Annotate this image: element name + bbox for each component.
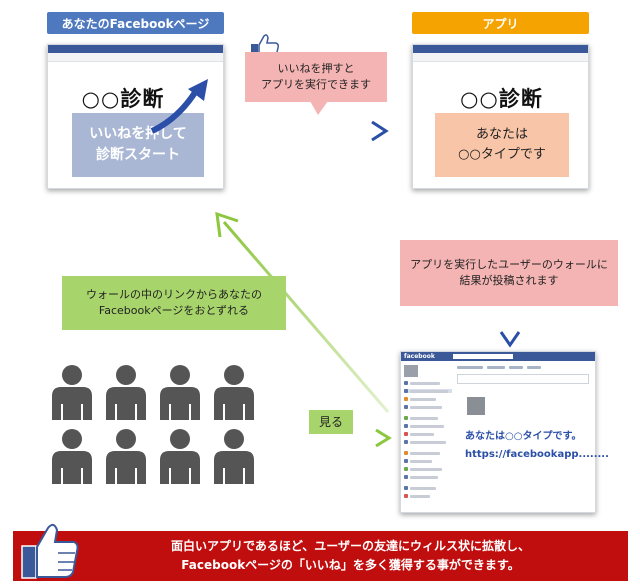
sidebar-icon <box>404 432 408 436</box>
sidebar-icon <box>404 416 408 420</box>
person-icon <box>52 429 92 484</box>
like-callout-line1: いいねを押すと <box>277 62 355 75</box>
sidebar-icon <box>404 424 408 428</box>
wall-sidebar-item[interactable] <box>404 405 452 409</box>
wall-header-bar: facebook <box>401 352 595 361</box>
app-card: ○○診断 あなたは ○○タイプです <box>412 44 589 189</box>
app-header-bar <box>413 45 588 53</box>
bottom-banner: 面白いアプリであるほど、ユーザーの友達にウィルス状に拡散し、 Facebookペ… <box>13 531 628 581</box>
wall-post-text: あなたは○○タイプです。 https://facebookapp........ <box>465 428 609 464</box>
wall-callout-line1: アプリを実行したユーザーのウォールに <box>410 258 608 271</box>
facebook-page-header-bar <box>48 45 223 53</box>
pointer-arrow-icon <box>150 79 208 134</box>
wall-callout-line2: 結果が投稿されます <box>459 274 559 287</box>
like-start-line2: 診断スタート <box>96 147 180 163</box>
wall-sidebar-item[interactable] <box>404 397 452 401</box>
wall-post-link[interactable]: https://facebookapp........ <box>465 449 609 460</box>
sidebar-icon <box>404 397 408 401</box>
wall-sidebar-item[interactable] <box>404 451 452 455</box>
sidebar-icon <box>404 440 408 444</box>
wall-search-box[interactable] <box>452 354 513 359</box>
sidebar-icon <box>404 405 408 409</box>
wall-sidebar-item[interactable] <box>404 432 452 436</box>
wall-sidebar-avatar <box>404 365 418 377</box>
app-result-line1: あなたは <box>475 127 528 142</box>
arrow-wall-to-page <box>215 211 390 413</box>
person-icon <box>214 429 254 484</box>
like-callout-tail <box>310 101 328 115</box>
banner-line2: Facebookページの「いいね」を多く獲得する事ができます。 <box>181 558 520 572</box>
sidebar-icon <box>404 381 408 385</box>
facebook-page-tag: あなたのFacebookページ <box>47 12 224 34</box>
app-title: ○○診断 <box>460 87 543 111</box>
app-toolbar <box>413 53 588 62</box>
sidebar-icon <box>404 467 408 471</box>
wall-sidebar-item[interactable] <box>404 475 452 479</box>
sidebar-icon <box>404 459 408 463</box>
person-icon <box>160 365 200 420</box>
person-icon <box>52 365 92 420</box>
see-callout: 見る <box>309 410 353 434</box>
people-group <box>52 365 254 484</box>
app-result-line2: ○○タイプです <box>458 147 546 162</box>
person-icon <box>106 365 146 420</box>
app-result-box: あなたは ○○タイプです <box>435 113 569 177</box>
person-icon <box>214 365 254 420</box>
wall-sidebar-item[interactable] <box>404 389 452 393</box>
like-callout-line2: アプリを実行できます <box>261 78 371 91</box>
wall-sidebar-item[interactable] <box>404 424 452 428</box>
sidebar-icon <box>404 475 408 479</box>
like-start-line1: いいねを押して <box>89 126 187 142</box>
like-start-button[interactable]: いいねを押して 診断スタート <box>72 113 204 177</box>
wall-logo: facebook <box>404 352 435 360</box>
sidebar-icon <box>404 494 408 498</box>
person-icon <box>160 429 200 484</box>
sidebar-icon <box>404 451 408 455</box>
wall-post-line1: あなたは○○タイプです。 <box>465 431 582 442</box>
wall-sidebar-item[interactable] <box>404 416 452 420</box>
wall-card: facebook あなたは○○タイプです。 <box>400 351 609 513</box>
sidebar-icon <box>404 389 408 393</box>
banner-thumbs-up-icon <box>21 524 79 579</box>
facebook-page-title: ○○診断 <box>81 87 165 111</box>
wall-sidebar-item[interactable] <box>404 459 452 463</box>
wall-sidebar-item[interactable] <box>404 494 452 498</box>
wall-sidebar <box>404 365 452 510</box>
sidebar-icon <box>404 486 408 490</box>
link-callout: ウォールの中のリンクからあなたの Facebookページをおとずれる <box>62 276 286 330</box>
link-callout-line1: ウォールの中のリンクからあなたの <box>86 288 262 301</box>
wall-callout: アプリを実行したユーザーのウォールに 結果が投稿されます <box>400 240 618 306</box>
app-tag: アプリ <box>412 12 589 34</box>
wall-sidebar-item[interactable] <box>404 486 452 490</box>
like-callout: いいねを押すと アプリを実行できます <box>245 52 387 102</box>
banner-line1: 面白いアプリであるほど、ユーザーの友達にウィルス状に拡散し、 <box>170 539 531 553</box>
arrow-page-to-app <box>243 120 389 142</box>
person-icon <box>106 429 146 484</box>
facebook-page-toolbar <box>48 53 223 62</box>
wall-sidebar-menu <box>404 381 452 498</box>
wall-composer-input[interactable] <box>457 374 589 384</box>
facebook-page-card: ○○診断 いいねを押して 診断スタート <box>47 44 224 189</box>
link-callout-line2: Facebookページをおとずれる <box>98 304 250 317</box>
wall-sidebar-item[interactable] <box>404 381 452 385</box>
wall-composer-tabs[interactable] <box>457 366 587 371</box>
wall-sidebar-item[interactable] <box>404 440 452 444</box>
wall-post-avatar <box>467 397 485 415</box>
wall-sidebar-item[interactable] <box>404 467 452 471</box>
arrow-people-to-wall <box>263 428 392 448</box>
